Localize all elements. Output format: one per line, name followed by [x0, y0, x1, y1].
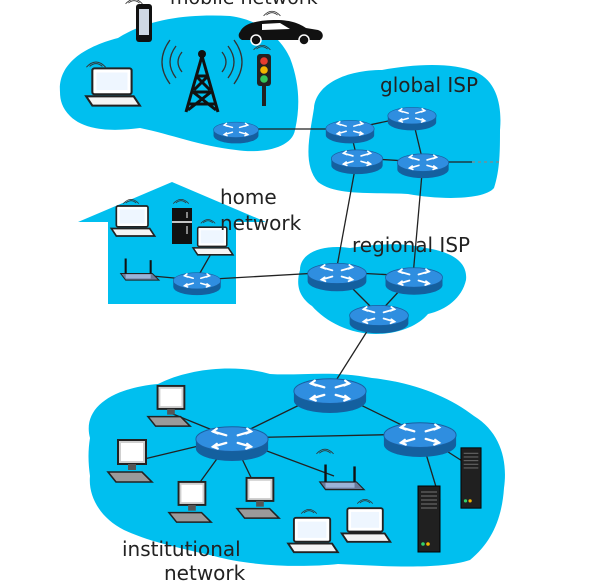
fridge-icon [172, 198, 192, 244]
mobile-network-label: mobile network [170, 0, 318, 9]
laptop-icon [85, 61, 141, 107]
traffic-light-icon [253, 44, 271, 106]
router-icon [306, 262, 368, 292]
global-isp-label: global ISP [380, 73, 478, 97]
cell-tower-icon [161, 39, 243, 113]
mobile-network-cloud [59, 15, 299, 152]
router-icon [172, 271, 222, 296]
home-network-label-line1: home [220, 185, 277, 209]
router-icon [396, 153, 450, 179]
router-icon [292, 377, 368, 414]
institutional-network-label-line1: institutional [122, 537, 241, 561]
server-icon [417, 485, 441, 553]
car-icon [238, 10, 323, 46]
router-icon [325, 119, 375, 144]
smartphone-icon [125, 0, 152, 42]
home-network-label-line2: network [220, 211, 302, 235]
router-icon [212, 121, 260, 144]
router-icon [194, 425, 270, 462]
router-icon [348, 304, 410, 334]
institutional-network-label-line2: network [164, 561, 246, 585]
regional-isp-label: regional ISP [352, 233, 470, 257]
server-icon [460, 447, 482, 509]
router-icon [382, 421, 458, 458]
router-icon [384, 266, 444, 296]
router-icon [387, 106, 437, 131]
router-icon [330, 149, 384, 175]
